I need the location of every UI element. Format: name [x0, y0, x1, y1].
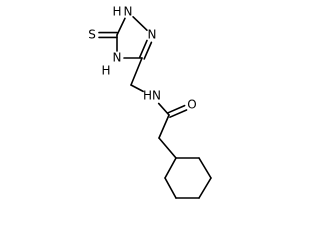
bond-n2-c2-line-1	[143, 41, 153, 60]
bond-r2-r3	[198, 157, 212, 179]
atom-hydrogen-n1: H	[112, 5, 121, 19]
bonds-layer	[98, 16, 212, 199]
bond-co-o-line-2	[167, 104, 186, 114]
atom-label-s1: S	[88, 28, 96, 42]
atom-label-n1: N	[124, 5, 133, 19]
bond-r3-r4	[198, 177, 212, 199]
bond-r5-r6	[164, 177, 177, 199]
bond-ch2b-r1	[158, 137, 177, 159]
atom-label-nh: HN	[143, 89, 161, 103]
bond-co-ch2b	[158, 114, 170, 139]
atom-label-o: O	[187, 98, 196, 112]
bond-co-o-line-1	[169, 109, 188, 118]
atom-label-n4: N	[113, 51, 122, 65]
bond-r6-r1	[164, 157, 177, 179]
bond-nh-co	[157, 102, 170, 116]
atom-label-n2: N	[148, 28, 157, 42]
atom-hydrogen-n4: H	[101, 64, 110, 78]
bond-c1-n1	[116, 17, 126, 36]
bond-c2-ch2a	[130, 57, 143, 86]
bond-ch2a-nh	[130, 84, 144, 93]
bond-n2-c2-line-2	[139, 39, 148, 58]
bond-n1-n2	[132, 16, 148, 31]
